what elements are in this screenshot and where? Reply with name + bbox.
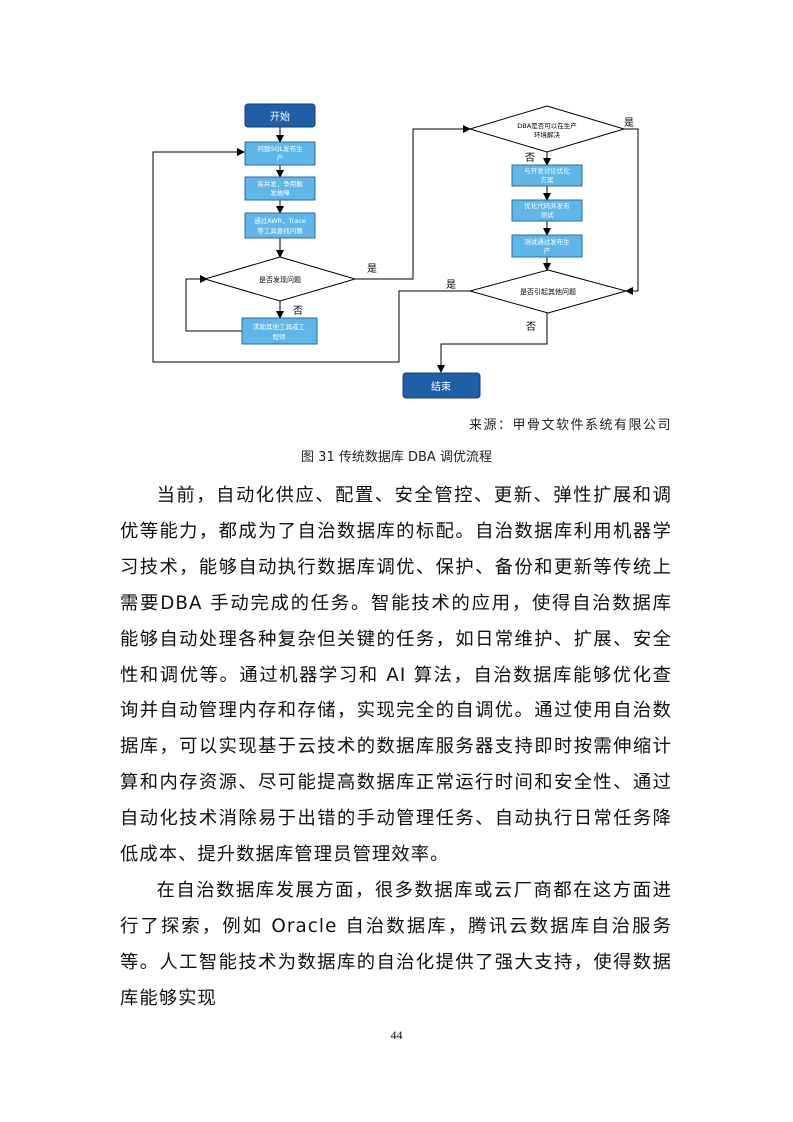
end-label: 结束 (431, 380, 451, 393)
step-awr-trace (244, 212, 316, 239)
decision-dba-prod-line2: 环境解决 (534, 130, 561, 139)
figure-caption: 图 31 传统数据库 DBA 调优流程 (301, 450, 492, 465)
step-optimize-line2: 测试 (541, 210, 555, 219)
decision-dba-prod (468, 105, 626, 153)
decision-dba-prod-line1: DBA是否可以在生产 (517, 121, 577, 130)
step-discuss-line2: 方案 (541, 175, 555, 184)
step-seek-help-line1: 求助其他工具或工 (253, 322, 306, 331)
step-optimize-line1: 优化代码并发布 (524, 201, 570, 210)
decision2-no-label: 否 (525, 152, 535, 164)
step-sql-release-line1: 问题SQL发布生 (257, 144, 303, 153)
decision-side-effects-label: 是否引起其他问题 (520, 287, 576, 296)
step-concurrency-fault (244, 176, 316, 201)
step-sql-release (244, 141, 316, 166)
decision3-yes-label: 是 (446, 279, 456, 291)
page-number: 44 (390, 1028, 403, 1042)
step-release-line1: 测试通过发布生 (524, 237, 570, 246)
decision1-no-label: 否 (293, 305, 303, 317)
decision-problem-found (203, 256, 357, 302)
step-seek-help-line2: 程师 (273, 332, 287, 341)
decision-problem-found-label: 是否发现问题 (259, 275, 301, 284)
decision3-no-label: 否 (526, 321, 536, 333)
step-seek-help (241, 317, 318, 345)
step-sql-release-line2: 产 (277, 153, 284, 162)
step-release-prod (511, 234, 583, 258)
body-paragraph: 在自治数据库发展方面，很多数据库或云厂商都在这方面进行了探索，例如 Oracle… (120, 879, 672, 1009)
step-concurrency-line2: 发故障 (270, 188, 290, 197)
step-awr-line2: 等工具查找问题 (257, 226, 303, 235)
body-paragraph: 当前，自动化供应、配置、安全管控、更新、弹性扩展和调优等能力，都成为了自治数据库… (120, 485, 672, 866)
decision-side-effects (468, 269, 628, 314)
end-node (402, 372, 481, 399)
step-release-line2: 产 (544, 246, 551, 255)
start-label: 开始 (270, 110, 290, 123)
step-discuss-line1: 与开发讨论优化 (524, 166, 570, 175)
body-text: 当前，自动化供应、配置、安全管控、更新、弹性扩展和调优等能力，都成为了自治数据库… (120, 478, 672, 1017)
figure-source-note: 来源：甲骨文软件系统有限公司 (468, 418, 672, 433)
flow-connectors (152, 125, 639, 373)
decision1-yes-label: 是 (367, 263, 377, 275)
start-node (244, 103, 316, 128)
step-awr-line1: 通过AWR，Trace (254, 216, 306, 225)
step-concurrency-line1: 高并发，争用触 (257, 179, 303, 188)
step-optimize-code (511, 199, 583, 222)
decision2-yes-label: 是 (624, 117, 634, 129)
dba-tuning-flowchart: 开始 问题SQL发布生 产 高并发，争用触 发故障 通过AWR，Trace 等工… (152, 103, 639, 399)
step-discuss-dev (511, 164, 583, 187)
